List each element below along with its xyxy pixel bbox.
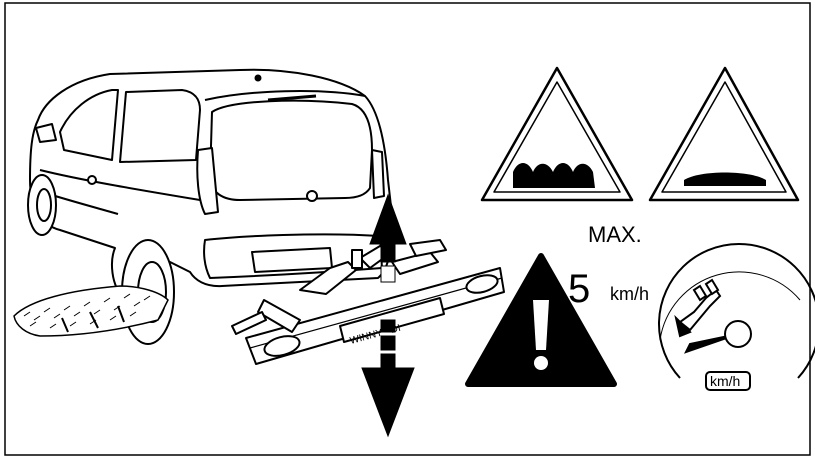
speed-value-label: 5 xyxy=(568,267,590,311)
up-down-arrow-icon xyxy=(361,193,415,438)
speed-unit-label: km/h xyxy=(610,284,649,304)
warning-sign-icon xyxy=(465,253,617,387)
max-label: MAX. xyxy=(588,222,642,247)
bumpy-road-sign-icon xyxy=(480,66,634,202)
speedometer-icon xyxy=(658,242,815,391)
car-rear-icon xyxy=(27,68,394,345)
gauge-unit-label: km/h xyxy=(710,373,740,389)
speed-bump-icon xyxy=(13,285,169,337)
bike-carrier-icon: WINNY - DI xyxy=(231,239,505,365)
speed-hump-sign-icon xyxy=(648,66,800,202)
